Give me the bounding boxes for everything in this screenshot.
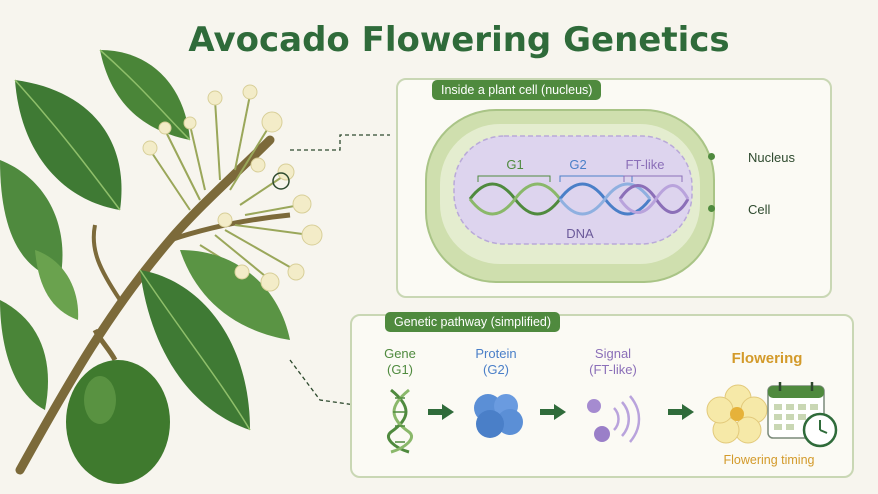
step-protein-sub: (G2) [483,362,509,377]
leaves [0,49,290,431]
leaf [0,300,48,410]
avocado-branch-illustration [0,49,323,484]
nucleus [453,135,693,245]
flowers [142,84,323,292]
gene-brackets [477,175,683,182]
flower-icon [706,384,768,444]
calendar-clock-icon [767,382,838,448]
nucleus-label: Nucleus [748,150,795,165]
leaf [0,160,63,280]
gene-label-ft-like: FT-like [625,157,665,172]
outcome-flowering-title: Flowering [731,350,803,367]
cell-panel-tag: Inside a plant cell (nucleus) [432,80,602,100]
outcome-flowering-caption: Flowering timing [723,453,815,467]
leaf [180,250,290,340]
step-signal-sub: (FT-like) [589,362,637,377]
gene-label-g2: G2 [569,157,587,172]
dna-helix [468,182,690,216]
signal-icon [587,395,641,443]
step-gene-sub: (G1) [387,362,413,377]
dna-label: DNA [566,226,594,241]
step-protein-name: Protein [475,346,517,361]
branch-twig [91,224,122,302]
magnify-marker [272,172,290,190]
cell-pointer [708,205,715,212]
connector-lines [289,134,390,406]
step-gene-name: Gene [384,346,416,361]
cell-diagram [425,109,715,283]
leaf [35,250,79,320]
step-signal-name: Signal [594,346,632,361]
avocado-fruit [66,360,170,484]
cell-label: Cell [748,202,771,217]
gene-label-g1: G1 [506,157,524,172]
branch-stem [15,135,275,475]
protein-icon [474,394,523,438]
arrow-right-icon [428,404,454,420]
arrow-right-icon [668,404,694,420]
flower-stems [149,94,311,281]
pathway-panel-tag: Genetic pathway (simplified) [385,312,561,332]
fruit-stem [92,328,118,362]
page-title: Avocado Flowering Genetics [188,20,730,60]
flowering-icons [706,382,838,448]
dna-icon [386,388,414,454]
nucleus-pointer [708,153,715,160]
arrow-right-icon [540,404,566,420]
